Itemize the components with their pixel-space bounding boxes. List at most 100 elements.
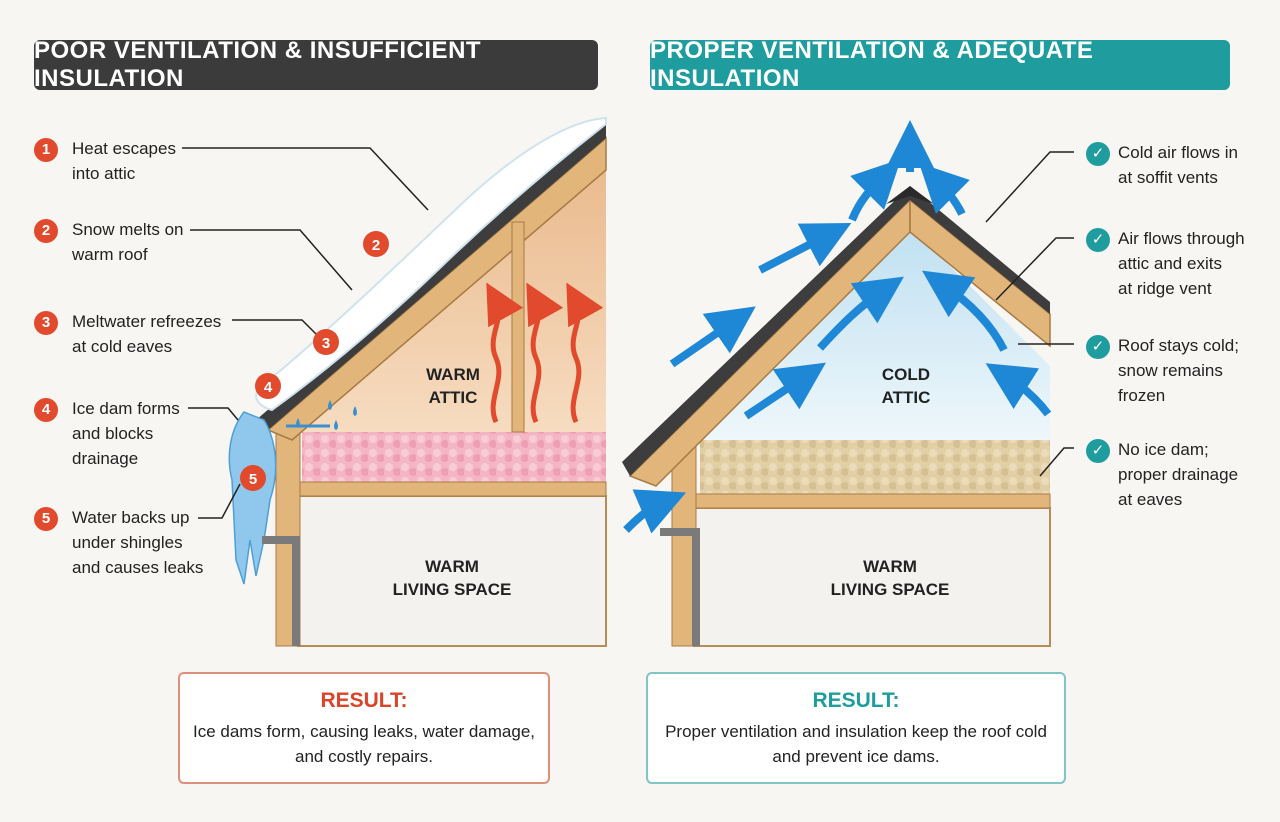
snow-cover bbox=[255, 116, 607, 412]
downspout-left bbox=[262, 536, 300, 646]
living-label-right-1: WARM bbox=[863, 557, 917, 576]
living-label-left-1: WARM bbox=[425, 557, 479, 576]
marker-3: 3 bbox=[313, 329, 339, 355]
result-text-right: and prevent ice dams. bbox=[772, 747, 940, 766]
check-icon: ✓ bbox=[1086, 439, 1110, 463]
step-5: 5 Water backs up under shingles and caus… bbox=[34, 505, 204, 580]
result-text-right: Proper ventilation and insulation keep t… bbox=[665, 722, 1047, 741]
check-4-text: proper drainage bbox=[1118, 465, 1239, 484]
check-1-text: Cold air flows in bbox=[1118, 143, 1238, 162]
step-2-text: Snow melts on bbox=[72, 220, 184, 239]
leader-line-1 bbox=[182, 147, 429, 211]
svg-text:4: 4 bbox=[264, 379, 273, 396]
left-house: WARM ATTIC WARM LIVING SPACE 2 3 4 5 bbox=[182, 116, 607, 647]
ceiling-joist-left bbox=[275, 481, 607, 497]
result-box-right: RESULT: Proper ventilation and insulatio… bbox=[646, 672, 1066, 784]
check-4-text: No ice dam; bbox=[1118, 440, 1209, 459]
water-drop bbox=[334, 420, 338, 430]
cold-attic-label-2: ATTIC bbox=[882, 388, 931, 407]
leader-line-r4 bbox=[1039, 447, 1074, 477]
leader-line-2 bbox=[190, 229, 353, 291]
check-icon: ✓ bbox=[1086, 142, 1110, 166]
living-space-right bbox=[693, 507, 1051, 647]
airflow-arrow bbox=[848, 159, 901, 222]
check-item-3: ✓ Roof stays cold; snow remains frozen bbox=[1086, 333, 1239, 408]
living-label-right-2: LIVING SPACE bbox=[831, 580, 950, 599]
step-4-text: and blocks bbox=[72, 424, 154, 443]
step-3-text: Meltwater refreezes bbox=[72, 312, 222, 331]
leader-line-r1 bbox=[985, 151, 1074, 223]
check-3-text: snow remains bbox=[1118, 361, 1223, 380]
check-2-text: attic and exits bbox=[1118, 254, 1222, 273]
result-box-left: RESULT: Ice dams form, causing leaks, wa… bbox=[178, 672, 550, 784]
step-number-badge: 5 bbox=[34, 507, 58, 531]
svg-text:5: 5 bbox=[249, 471, 257, 488]
water-drop bbox=[328, 400, 332, 410]
ceiling-joist-right bbox=[671, 493, 1051, 509]
shingles-right-right bbox=[910, 186, 1050, 314]
airflow-arrow bbox=[817, 276, 904, 351]
step-1: 1 Heat escapes into attic bbox=[34, 136, 176, 186]
step-4-text: Ice dam forms bbox=[72, 399, 180, 418]
airflow-arrow bbox=[623, 489, 687, 534]
heat-arrow bbox=[486, 282, 524, 424]
marker-4: 4 bbox=[255, 373, 281, 399]
svg-text:2: 2 bbox=[372, 237, 380, 254]
leader-line-3 bbox=[232, 319, 319, 337]
check-item-1: ✓ Cold air flows in at soffit vents bbox=[1086, 140, 1238, 190]
living-space-left bbox=[297, 495, 607, 647]
step-5-text: Water backs up bbox=[72, 508, 190, 527]
step-4: 4 Ice dam forms and blocks drainage bbox=[34, 396, 180, 471]
rafter-right-right bbox=[909, 198, 1051, 348]
step-number-badge: 2 bbox=[34, 219, 58, 243]
step-number-badge: 4 bbox=[34, 398, 58, 422]
step-1-text: into attic bbox=[72, 164, 136, 183]
result-text-left: and costly repairs. bbox=[295, 747, 433, 766]
airflow-arrow bbox=[919, 163, 970, 216]
step-5-text: and causes leaks bbox=[72, 558, 204, 577]
step-2-text: warm roof bbox=[72, 245, 148, 264]
airflow-arrow bbox=[758, 223, 852, 274]
step-number-badge: 3 bbox=[34, 311, 58, 335]
step-1-text: Heat escapes bbox=[72, 139, 176, 158]
step-number-badge: 1 bbox=[34, 138, 58, 162]
result-title-left: RESULT: bbox=[320, 689, 408, 712]
check-4-text: at eaves bbox=[1118, 490, 1183, 509]
check-2-text: at ridge vent bbox=[1118, 279, 1212, 298]
leader-line-5 bbox=[198, 483, 241, 519]
result-title-right: RESULT: bbox=[812, 689, 900, 712]
warm-attic-label-1: WARM bbox=[426, 365, 480, 384]
warm-attic-label-2: ATTIC bbox=[429, 388, 478, 407]
step-5-text: under shingles bbox=[72, 533, 183, 552]
brace-left bbox=[511, 221, 525, 433]
pink-insulation bbox=[302, 432, 606, 482]
step-3: 3 Meltwater refreezes at cold eaves bbox=[34, 309, 222, 359]
airflow-arrow bbox=[669, 306, 756, 368]
check-2-text: Air flows through bbox=[1118, 229, 1245, 248]
leader-line-4 bbox=[188, 407, 239, 421]
step-3-text: at cold eaves bbox=[72, 337, 173, 356]
airflow-arrow bbox=[743, 362, 826, 420]
marker-5: 5 bbox=[240, 465, 266, 491]
airflow-arrow bbox=[985, 363, 1052, 417]
heat-arrow bbox=[566, 282, 604, 424]
check-3-text: Roof stays cold; bbox=[1118, 336, 1239, 355]
leader-line-r2 bbox=[995, 237, 1074, 301]
tan-insulation bbox=[700, 440, 1050, 494]
right-panel-title: PROPER VENTILATION & ADEQUATE INSULATION bbox=[650, 37, 1230, 92]
check-icon: ✓ bbox=[1086, 228, 1110, 252]
step-4-text: drainage bbox=[72, 449, 139, 468]
living-label-left-2: LIVING SPACE bbox=[393, 580, 512, 599]
water-drop bbox=[353, 406, 357, 416]
step-2: 2 Snow melts on warm roof bbox=[34, 217, 184, 267]
check-item-2: ✓ Air flows through attic and exits at r… bbox=[1086, 226, 1245, 301]
right-house: COLD ATTIC WARM LIVING SPACE bbox=[622, 120, 1074, 647]
check-3-text: frozen bbox=[1118, 386, 1166, 405]
left-panel-title: POOR VENTILATION & INSUFFICIENT INSULATI… bbox=[34, 37, 598, 92]
result-text-left: Ice dams form, causing leaks, water dama… bbox=[192, 722, 536, 741]
check-icon: ✓ bbox=[1086, 335, 1110, 359]
airflow-arrow bbox=[922, 270, 1008, 352]
check-item-4: ✓ No ice dam; proper drainage at eaves bbox=[1086, 437, 1239, 512]
